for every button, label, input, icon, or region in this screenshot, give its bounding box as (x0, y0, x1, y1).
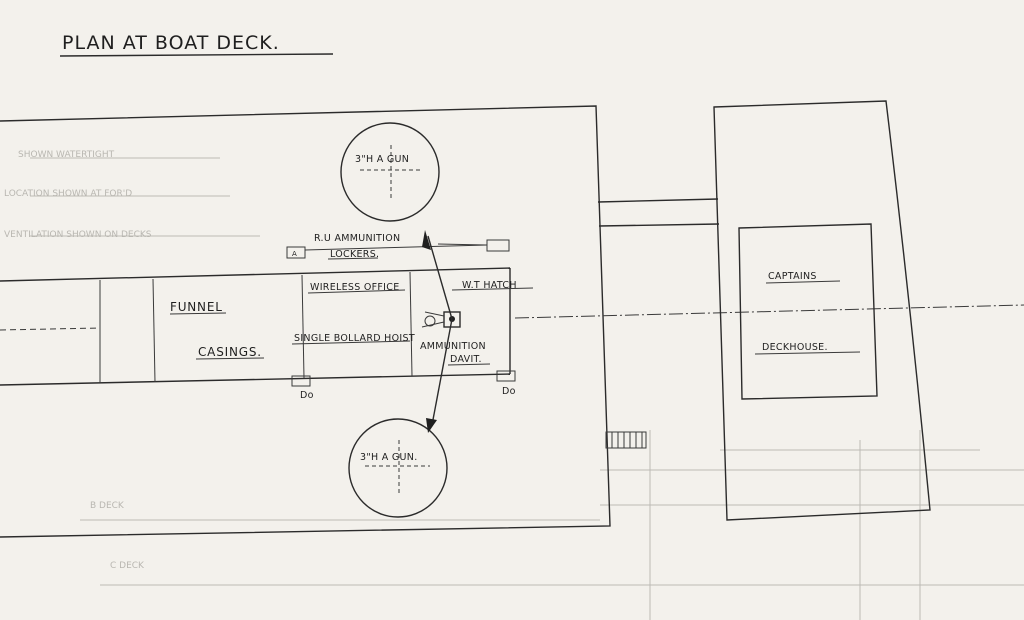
captains-deckhouse (738, 223, 878, 400)
upper-gun-mount (340, 122, 440, 222)
title-underline (59, 53, 334, 57)
ammunition-davit (421, 311, 461, 328)
ghost-text-2: LOCATION SHOWN AT FOR'D (4, 189, 132, 199)
boat-deck-outline (0, 105, 611, 538)
foot-left (291, 375, 311, 387)
lower-gun-label: 3"H A GUN. (360, 452, 418, 463)
ammo-lockers-label-2: LOCKERS. (330, 249, 379, 260)
ladder (605, 431, 647, 449)
bollard-hoist-label: SINGLE BOLLARD HOIST (294, 333, 415, 344)
centre-line (514, 304, 1024, 319)
bollard-underline (291, 340, 411, 345)
plan-title: PLAN AT BOAT DECK. (62, 32, 280, 54)
ghost-text-4: B DECK (90, 501, 125, 511)
background-bleed-lines (30, 157, 1024, 620)
deckhouse-underline (754, 351, 861, 355)
supply-arrows (422, 230, 488, 433)
deckhouse-label: DECKHOUSE. (762, 342, 828, 353)
ghost-text-3: VENTILATION SHOWN ON DECKS (4, 230, 152, 240)
ammo-lockers-underline (327, 257, 379, 260)
bridge-deck-outline (713, 100, 931, 521)
captains-underline (765, 280, 841, 284)
ghost-text-1: SHOWN WATERTIGHT (18, 150, 115, 160)
ammo-lockers-label-1: R.U AMMUNITION (314, 233, 400, 244)
ammunition-label: AMMUNITION (420, 341, 486, 352)
davit-label: DAVIT. (450, 354, 482, 365)
ammo-locker-leader (304, 244, 488, 251)
lower-gun-mount (348, 418, 448, 518)
casings-underline (195, 357, 265, 360)
upper-gun-label: 3"H A GUN (355, 154, 409, 165)
wireless-office-label: WIRELESS OFFICE (310, 282, 400, 293)
ammo-locker-right (486, 239, 510, 252)
foot-right (496, 370, 516, 382)
wt-hatch-label: W.T HATCH (462, 280, 517, 291)
ditto-left: Do (300, 390, 314, 401)
davit-underline (447, 363, 491, 366)
connecting-walkway (597, 198, 720, 227)
wireless-underline (307, 289, 406, 294)
ditto-right: Do (502, 386, 516, 397)
ghost-text-5: C DECK (110, 561, 145, 571)
locker-marker: A (292, 250, 297, 258)
funnel-label: FUNNEL (170, 300, 223, 314)
casing-band (0, 267, 511, 386)
casings-label: CASINGS. (198, 345, 262, 359)
ammo-locker-left (286, 246, 306, 259)
captains-label: CAPTAINS (768, 271, 817, 282)
funnel-underline (169, 312, 227, 315)
wt-hatch-underline (451, 287, 534, 291)
